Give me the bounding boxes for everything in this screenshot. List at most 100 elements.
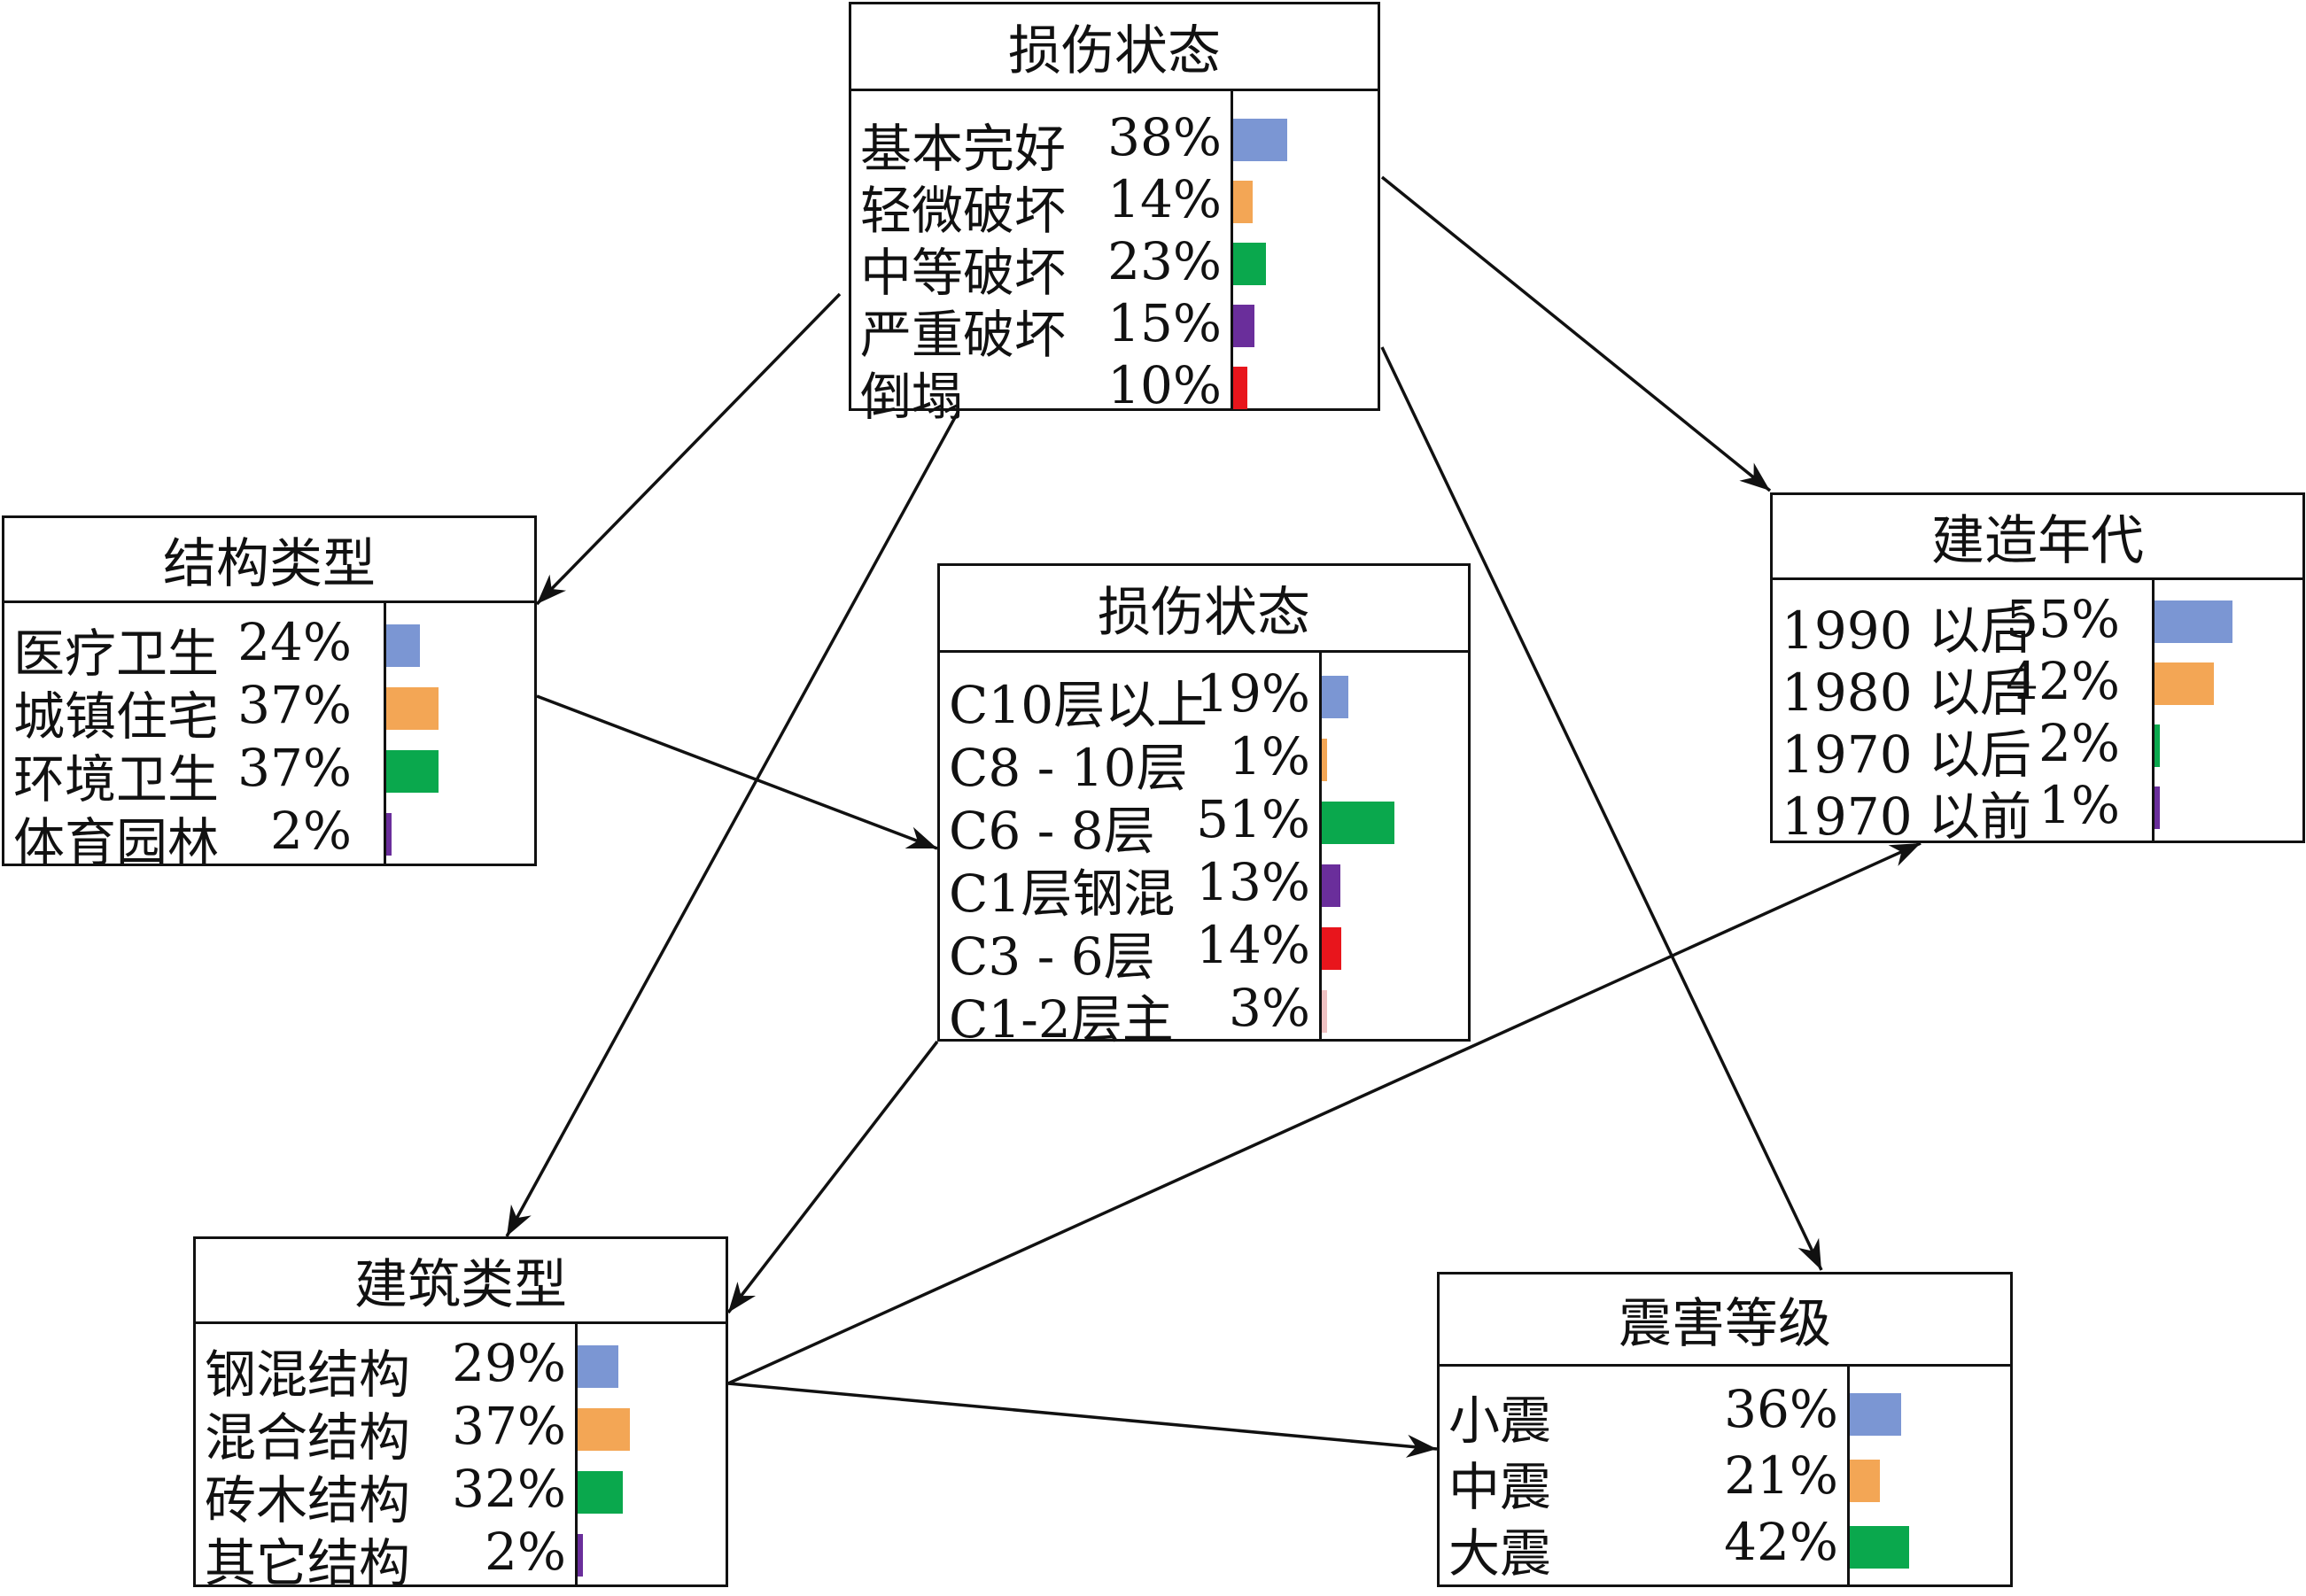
state-row: C6 - 8层 51%: [940, 789, 1468, 861]
state-percentage: 29%: [452, 1333, 566, 1393]
state-label: 体育园林: [13, 812, 220, 872]
state-label: 中震: [1448, 1457, 1552, 1517]
state-percentage: 37%: [237, 738, 352, 798]
state-percentage: 23%: [1107, 231, 1222, 291]
state-label: 倒塌: [860, 367, 964, 427]
bar-axis-divider: [1319, 653, 1322, 1039]
state-percentage: 14%: [1196, 915, 1310, 975]
probability-bar: [2155, 600, 2232, 643]
probability-bar: [1233, 181, 1254, 223]
state-label: 严重破坏: [860, 305, 1067, 365]
state-label: 其它结构: [205, 1533, 411, 1593]
bar-axis-divider: [1231, 91, 1233, 408]
state-label: C3 - 6层: [949, 926, 1155, 987]
state-label: 1980 以后: [1782, 662, 2032, 723]
bar-axis-divider: [575, 1324, 578, 1584]
bar-axis-divider: [2152, 580, 2155, 841]
edge-arrow-structure-type-to-damage-state-mid: [536, 694, 938, 850]
state-label: 环境卫生: [13, 749, 220, 810]
probability-bar: [1233, 243, 1266, 285]
state-percentage: 51%: [1196, 789, 1310, 849]
state-percentage: 2%: [484, 1522, 566, 1582]
state-row: 环境卫生 37%: [4, 738, 534, 810]
state-row: 城镇住宅 37%: [4, 675, 534, 747]
probability-bar: [386, 686, 439, 730]
arrowhead-icon: [905, 826, 937, 849]
probability-bar: [1322, 989, 1327, 1033]
bar-axis-divider: [384, 603, 386, 864]
state-row: 严重破坏 15%: [851, 293, 1378, 365]
state-percentage: 36%: [1724, 1379, 1838, 1439]
arrowhead-icon: [1797, 1237, 1821, 1270]
state-percentage: 55%: [2006, 589, 2120, 649]
state-percentage: 37%: [452, 1396, 566, 1456]
state-percentage: 15%: [1107, 293, 1222, 353]
node-title: 损伤状态: [851, 4, 1378, 91]
node-title: 建筑类型: [196, 1239, 726, 1324]
state-percentage: 10%: [1107, 355, 1222, 415]
state-label: 1990 以后: [1782, 600, 2032, 661]
probability-bar: [578, 1533, 583, 1577]
node-title: 建造年代: [1773, 495, 2302, 580]
state-label: C10层以上: [949, 675, 1208, 735]
state-percentage: 24%: [237, 612, 352, 672]
probability-bar: [2155, 662, 2215, 705]
state-label: C6 - 8层: [949, 801, 1155, 861]
probability-bar: [1322, 864, 1340, 907]
state-percentage: 37%: [237, 675, 352, 735]
state-row: 倒塌 10%: [851, 355, 1378, 427]
probability-bar: [1233, 119, 1287, 161]
state-percentage: 14%: [1107, 169, 1222, 229]
edge-arrow-building-type-to-build-era: [727, 841, 1922, 1385]
state-percentage: 2%: [2038, 713, 2120, 773]
state-label: 基本完好: [860, 119, 1067, 179]
state-percentage: 2%: [269, 801, 352, 861]
state-percentage: 1%: [1228, 726, 1310, 786]
state-label: 城镇住宅: [13, 686, 220, 747]
probability-bar: [1233, 367, 1247, 409]
state-label: C1-2层主: [949, 989, 1174, 1050]
probability-bar: [1850, 1525, 1910, 1569]
state-percentage: 1%: [2038, 775, 2120, 835]
node-title: 震害等级: [1440, 1274, 2010, 1367]
edge-arrow-damage-state-top-to-seismic-level: [1380, 346, 1823, 1271]
state-label: 钢混结构: [205, 1344, 411, 1405]
state-percentage: 38%: [1107, 107, 1222, 167]
probability-bar: [2155, 786, 2160, 829]
arrowhead-icon: [1739, 462, 1770, 491]
probability-bar: [1322, 926, 1342, 970]
state-label: C1层钢混: [949, 864, 1176, 924]
probability-bar: [578, 1344, 619, 1388]
arrowhead-icon: [1888, 843, 1921, 866]
state-percentage: 32%: [452, 1459, 566, 1519]
state-row: 钢混结构 29%: [196, 1333, 726, 1405]
state-percentage: 42%: [2006, 651, 2120, 711]
arrowhead-icon: [728, 1282, 757, 1313]
edge-arrow-damage-state-top-to-structure-type: [535, 292, 842, 606]
state-percentage: 42%: [1724, 1512, 1838, 1572]
state-row: C3 - 6层 14%: [940, 915, 1468, 987]
probability-bar: [386, 749, 439, 793]
probability-bar: [386, 812, 392, 856]
